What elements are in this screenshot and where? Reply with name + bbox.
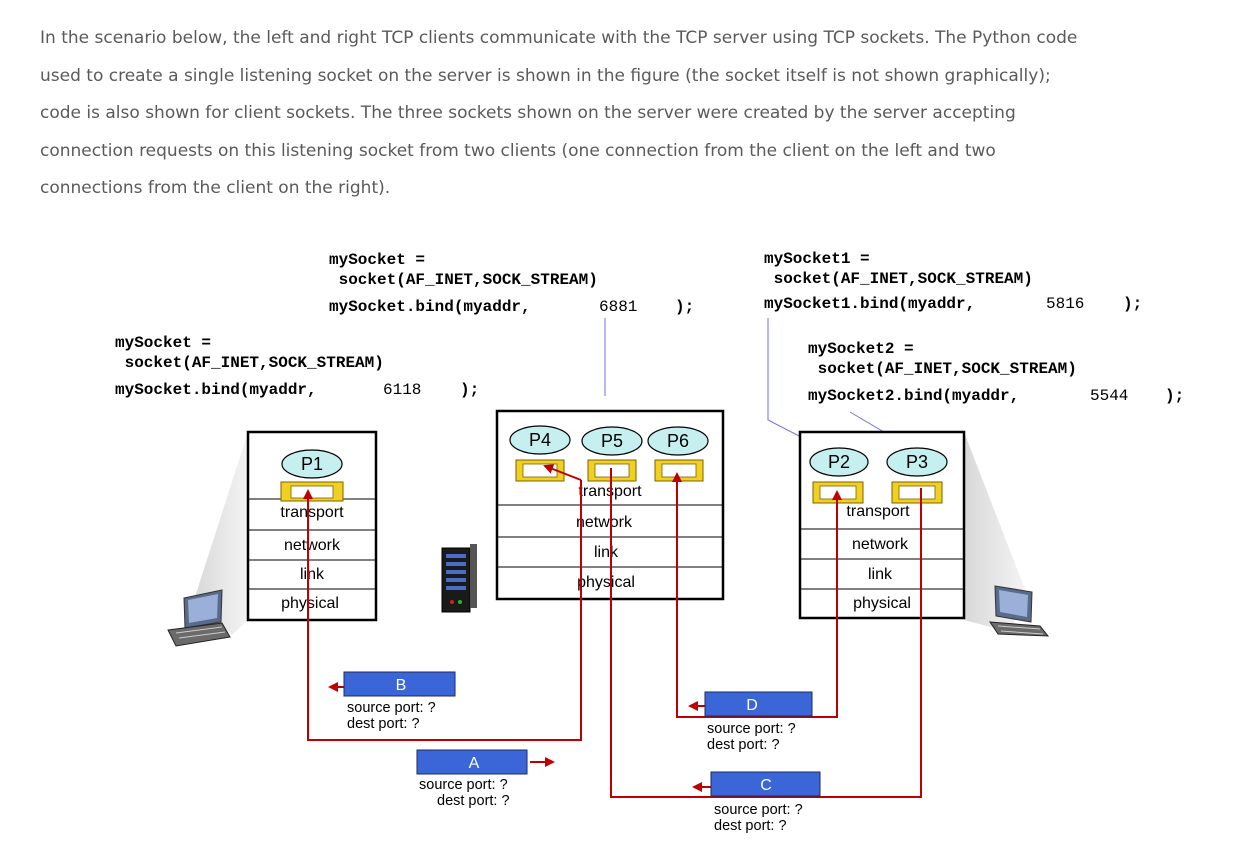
segment-c-box xyxy=(710,771,821,797)
process-p2-label: P2 xyxy=(828,452,850,472)
code-line: mySocket.bind(myaddr, xyxy=(329,298,531,316)
arrow-into-p4 xyxy=(543,464,582,481)
physical-layer-label: physical xyxy=(281,595,339,612)
code-line: mySocket.bind(myaddr, xyxy=(115,381,317,399)
link-layer-label: link xyxy=(300,566,325,583)
segment-c-label: C xyxy=(760,777,772,794)
intro-line: In the scenario below, the left and righ… xyxy=(40,28,1078,48)
process-p1-label: P1 xyxy=(301,454,323,474)
segment-c: C source port: ? dest port: ? xyxy=(710,771,821,834)
process-p4-label: P4 xyxy=(529,430,551,450)
segment-a: A source port: ? dest port: ? xyxy=(416,749,528,809)
code-line: socket(AF_INET,SOCK_STREAM) xyxy=(764,270,1033,288)
segment-b-dest-port: dest port: ? xyxy=(347,716,420,732)
code-line: ); xyxy=(675,298,694,316)
segment-a-box xyxy=(416,749,528,775)
left-client-stack: transport network link physical P1 xyxy=(246,430,378,622)
intro-text: In the scenario below, the left and righ… xyxy=(40,20,1230,208)
segment-c-source-port: source port: ? xyxy=(714,802,803,818)
right-laptop-icon xyxy=(989,585,1050,637)
code-line: mySocket1.bind(myaddr, xyxy=(764,295,975,313)
code-line: mySocket2.bind(myaddr, xyxy=(808,387,1019,405)
intro-line: used to create a single listening socket… xyxy=(40,65,1051,86)
socket-p3 xyxy=(891,481,943,504)
process-p3 xyxy=(886,447,948,477)
transport-layer-label: transport xyxy=(846,503,910,520)
segment-a-label: A xyxy=(469,755,480,772)
physical-layer-label: physical xyxy=(853,595,911,612)
code-line: socket(AF_INET,SOCK_STREAM) xyxy=(329,271,598,289)
segment-d-box xyxy=(704,691,813,717)
connection-paths xyxy=(303,464,922,798)
left-client-port-number: 6118 xyxy=(383,381,421,399)
intro-line: connection requests on this listening so… xyxy=(40,140,996,161)
code-line: mySocket = xyxy=(115,334,211,352)
network-layer-label: network xyxy=(576,514,633,531)
left-client-code-block: mySocket = socket(AF_INET,SOCK_STREAM) m… xyxy=(115,334,479,399)
code-line: socket(AF_INET,SOCK_STREAM) xyxy=(115,354,384,372)
process-p4 xyxy=(509,425,571,455)
process-p6-label: P6 xyxy=(667,431,689,451)
socket-p6 xyxy=(654,459,704,482)
process-p5-label: P5 xyxy=(601,431,623,451)
segment-a-source-port: source port: ? xyxy=(419,777,508,793)
link-layer-label: link xyxy=(594,544,619,561)
network-layer-label: network xyxy=(284,537,341,554)
code-line: mySocket1 = xyxy=(764,250,870,268)
intro-line: code is also shown for client sockets. T… xyxy=(40,103,1016,123)
segment-d-label: D xyxy=(746,697,758,714)
server-code-block: mySocket = socket(AF_INET,SOCK_STREAM) m… xyxy=(329,251,694,316)
path-p5-p3 xyxy=(610,468,922,798)
transport-layer-label: transport xyxy=(280,504,344,521)
server-port-number: 6881 xyxy=(599,298,637,316)
left-laptop-icon xyxy=(167,589,231,647)
segment-b: B source port: ? dest port: ? xyxy=(343,671,456,732)
code-line: ); xyxy=(1123,295,1142,313)
right-client-code-block-2: mySocket2 = socket(AF_INET,SOCK_STREAM) … xyxy=(808,340,1184,405)
socket-p1 xyxy=(280,481,344,502)
code-line: ); xyxy=(1165,387,1184,405)
process-p6 xyxy=(647,426,709,456)
code-line: mySocket = xyxy=(329,251,425,269)
segment-d-dest-port: dest port: ? xyxy=(707,737,780,753)
left-host-shade xyxy=(194,432,248,635)
right-host-shade xyxy=(964,432,1026,632)
process-p1 xyxy=(281,449,343,479)
code-line: socket(AF_INET,SOCK_STREAM) xyxy=(808,360,1077,378)
intro-line: connections from the client on the right… xyxy=(40,178,391,198)
segment-b-box xyxy=(343,671,456,697)
right-client-port-number-2: 5544 xyxy=(1090,387,1128,405)
right-client-stack: transport network link physical P2 P3 xyxy=(798,430,966,620)
code-line: mySocket2 = xyxy=(808,340,914,358)
segment-a-dest-port: dest port: ? xyxy=(437,793,510,809)
right-client-code-block-1: mySocket1 = socket(AF_INET,SOCK_STREAM) … xyxy=(764,250,1142,313)
physical-layer-label: physical xyxy=(577,574,635,591)
process-p3-label: P3 xyxy=(906,452,928,472)
segment-d: D source port: ? dest port: ? xyxy=(704,691,813,753)
segment-b-source-port: source port: ? xyxy=(347,700,436,716)
network-layer-label: network xyxy=(852,536,909,553)
code-line: ); xyxy=(460,381,479,399)
segment-b-label: B xyxy=(396,677,407,694)
segment-c-dest-port: dest port: ? xyxy=(714,818,787,834)
process-p2 xyxy=(809,447,869,477)
process-p5 xyxy=(581,426,643,456)
server-tower-icon xyxy=(441,544,477,613)
right-client-port-number-1: 5816 xyxy=(1046,295,1084,313)
segment-d-source-port: source port: ? xyxy=(707,721,796,737)
link-layer-label: link xyxy=(868,566,893,583)
